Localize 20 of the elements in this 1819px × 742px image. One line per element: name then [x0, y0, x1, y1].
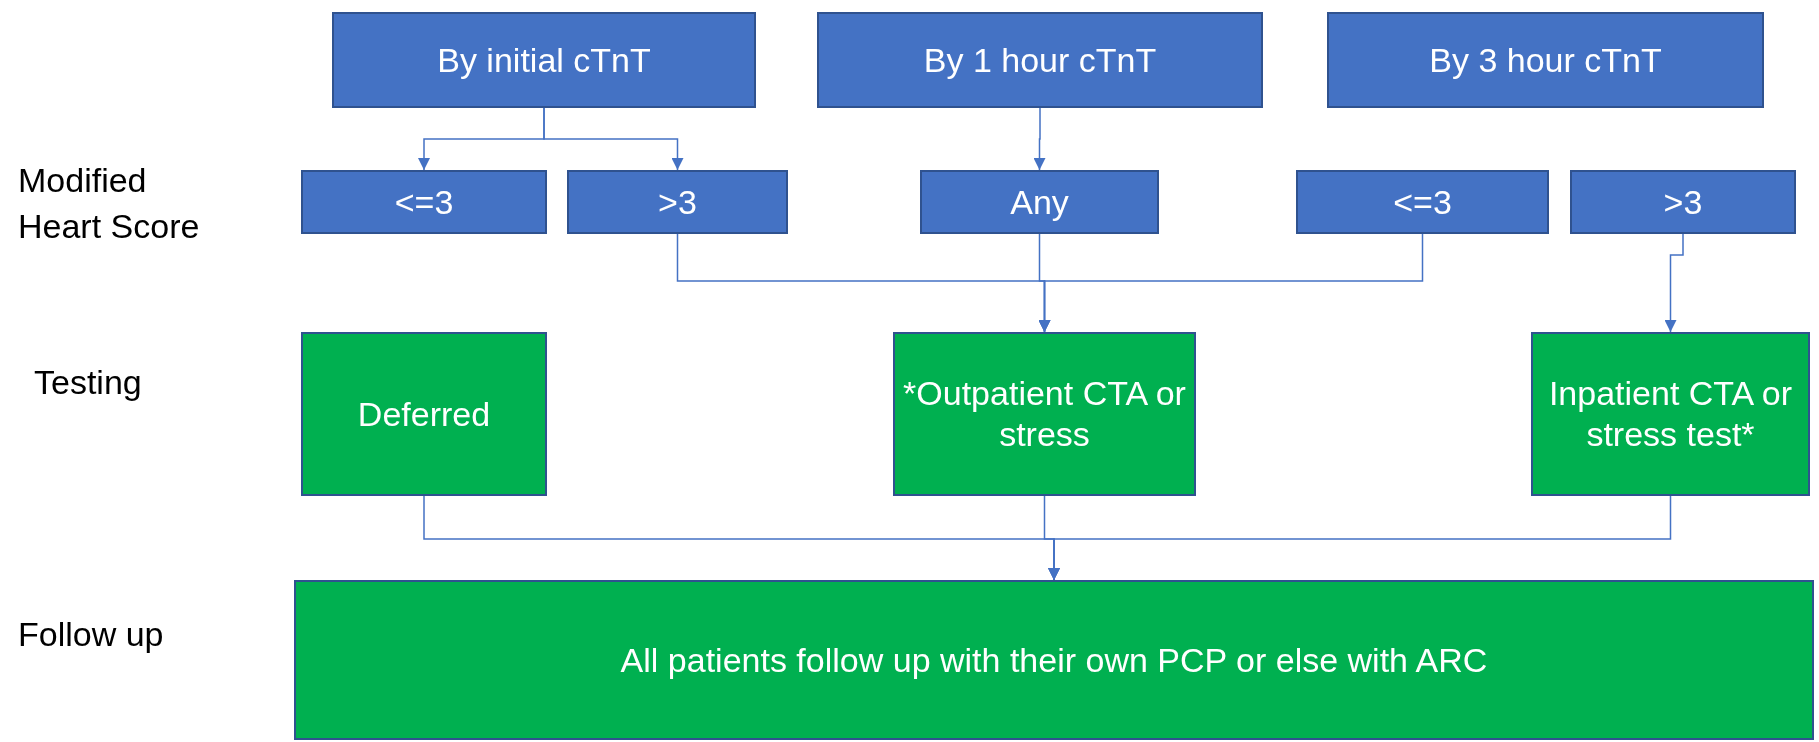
row-label: Testing	[34, 362, 143, 403]
outcome-box: *Outpatient CTA or stress	[893, 332, 1196, 496]
connector-arrow	[1038, 233, 1424, 333]
criteria-box: <=3	[1296, 170, 1549, 234]
connector-arrow	[1664, 233, 1684, 333]
criteria-box: By 3 hour cTnT	[1327, 12, 1764, 108]
outcome-box: All patients follow up with their own PCP or else with ARC	[294, 580, 1814, 740]
criteria-box: <=3	[301, 170, 547, 234]
connector-arrow	[1033, 107, 1046, 171]
criteria-box: >3	[1570, 170, 1796, 234]
row-label: Modified Heart Score	[18, 160, 201, 247]
row-label: Follow up	[18, 614, 165, 655]
connector-arrow	[1048, 495, 1672, 581]
outcome-box: Inpatient CTA or stress test*	[1531, 332, 1810, 496]
outcome-box: Deferred	[301, 332, 547, 496]
criteria-box: By initial cTnT	[332, 12, 756, 108]
criteria-box: By 1 hour cTnT	[817, 12, 1263, 108]
connector-arrow	[543, 107, 684, 171]
criteria-box: >3	[567, 170, 788, 234]
criteria-box: Any	[920, 170, 1159, 234]
